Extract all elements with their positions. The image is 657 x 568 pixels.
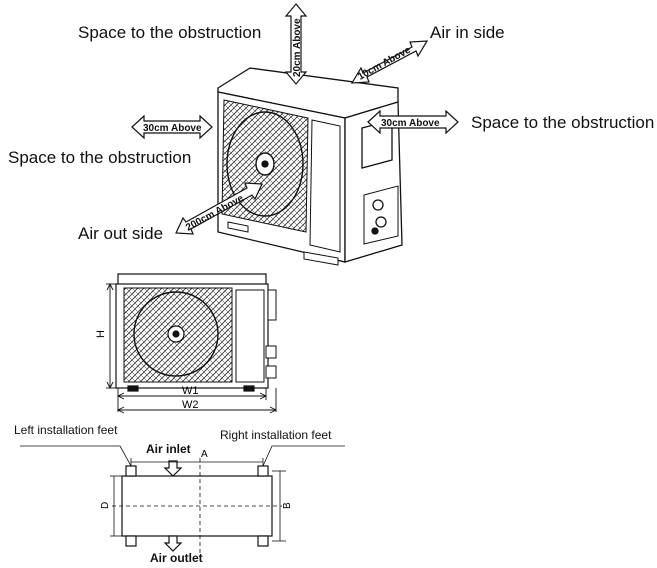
- dim-b-label: B: [282, 502, 293, 509]
- dim-a-label: A: [201, 449, 208, 460]
- label-space-left: Space to the obstruction: [8, 148, 192, 167]
- label-air-inlet: Air inlet: [146, 442, 191, 456]
- arrow-right-text: 30cm Above: [381, 118, 440, 129]
- outdoor-unit-front: [115, 273, 277, 392]
- arrow-top-text: 20cm Above: [292, 18, 303, 77]
- arrow-left-text: 30cm Above: [143, 123, 202, 134]
- label-space-right: Space to the obstruction: [471, 113, 655, 132]
- arrow-left-shape: [131, 114, 213, 140]
- label-air-in: Air in side: [430, 23, 505, 42]
- label-space-top: Space to the obstruction: [78, 23, 262, 42]
- front-dimensions: [106, 282, 278, 414]
- label-right-feet: Right installation feet: [220, 428, 332, 442]
- arrow-right-shape: [367, 109, 459, 135]
- plan-centerlines: [112, 458, 282, 556]
- arrow-air-out-shape: [175, 182, 263, 235]
- dim-h-label: H: [95, 330, 107, 338]
- clearance-arrows: [131, 3, 459, 235]
- dim-w2-label: W2: [182, 399, 199, 411]
- arrow-air-in-text: 10cm Above: [356, 44, 413, 82]
- dim-w1-label: W1: [182, 385, 199, 397]
- label-air-outlet: Air outlet: [150, 551, 203, 565]
- dim-d-label: D: [100, 502, 111, 509]
- plan-dimensions: [20, 445, 345, 542]
- arrow-air-in-shape: [350, 40, 429, 84]
- label-air-out: Air out side: [78, 224, 164, 243]
- label-left-feet: Left installation feet: [14, 423, 118, 437]
- outdoor-unit-iso: [217, 67, 403, 266]
- arrow-top-shape: [284, 3, 308, 85]
